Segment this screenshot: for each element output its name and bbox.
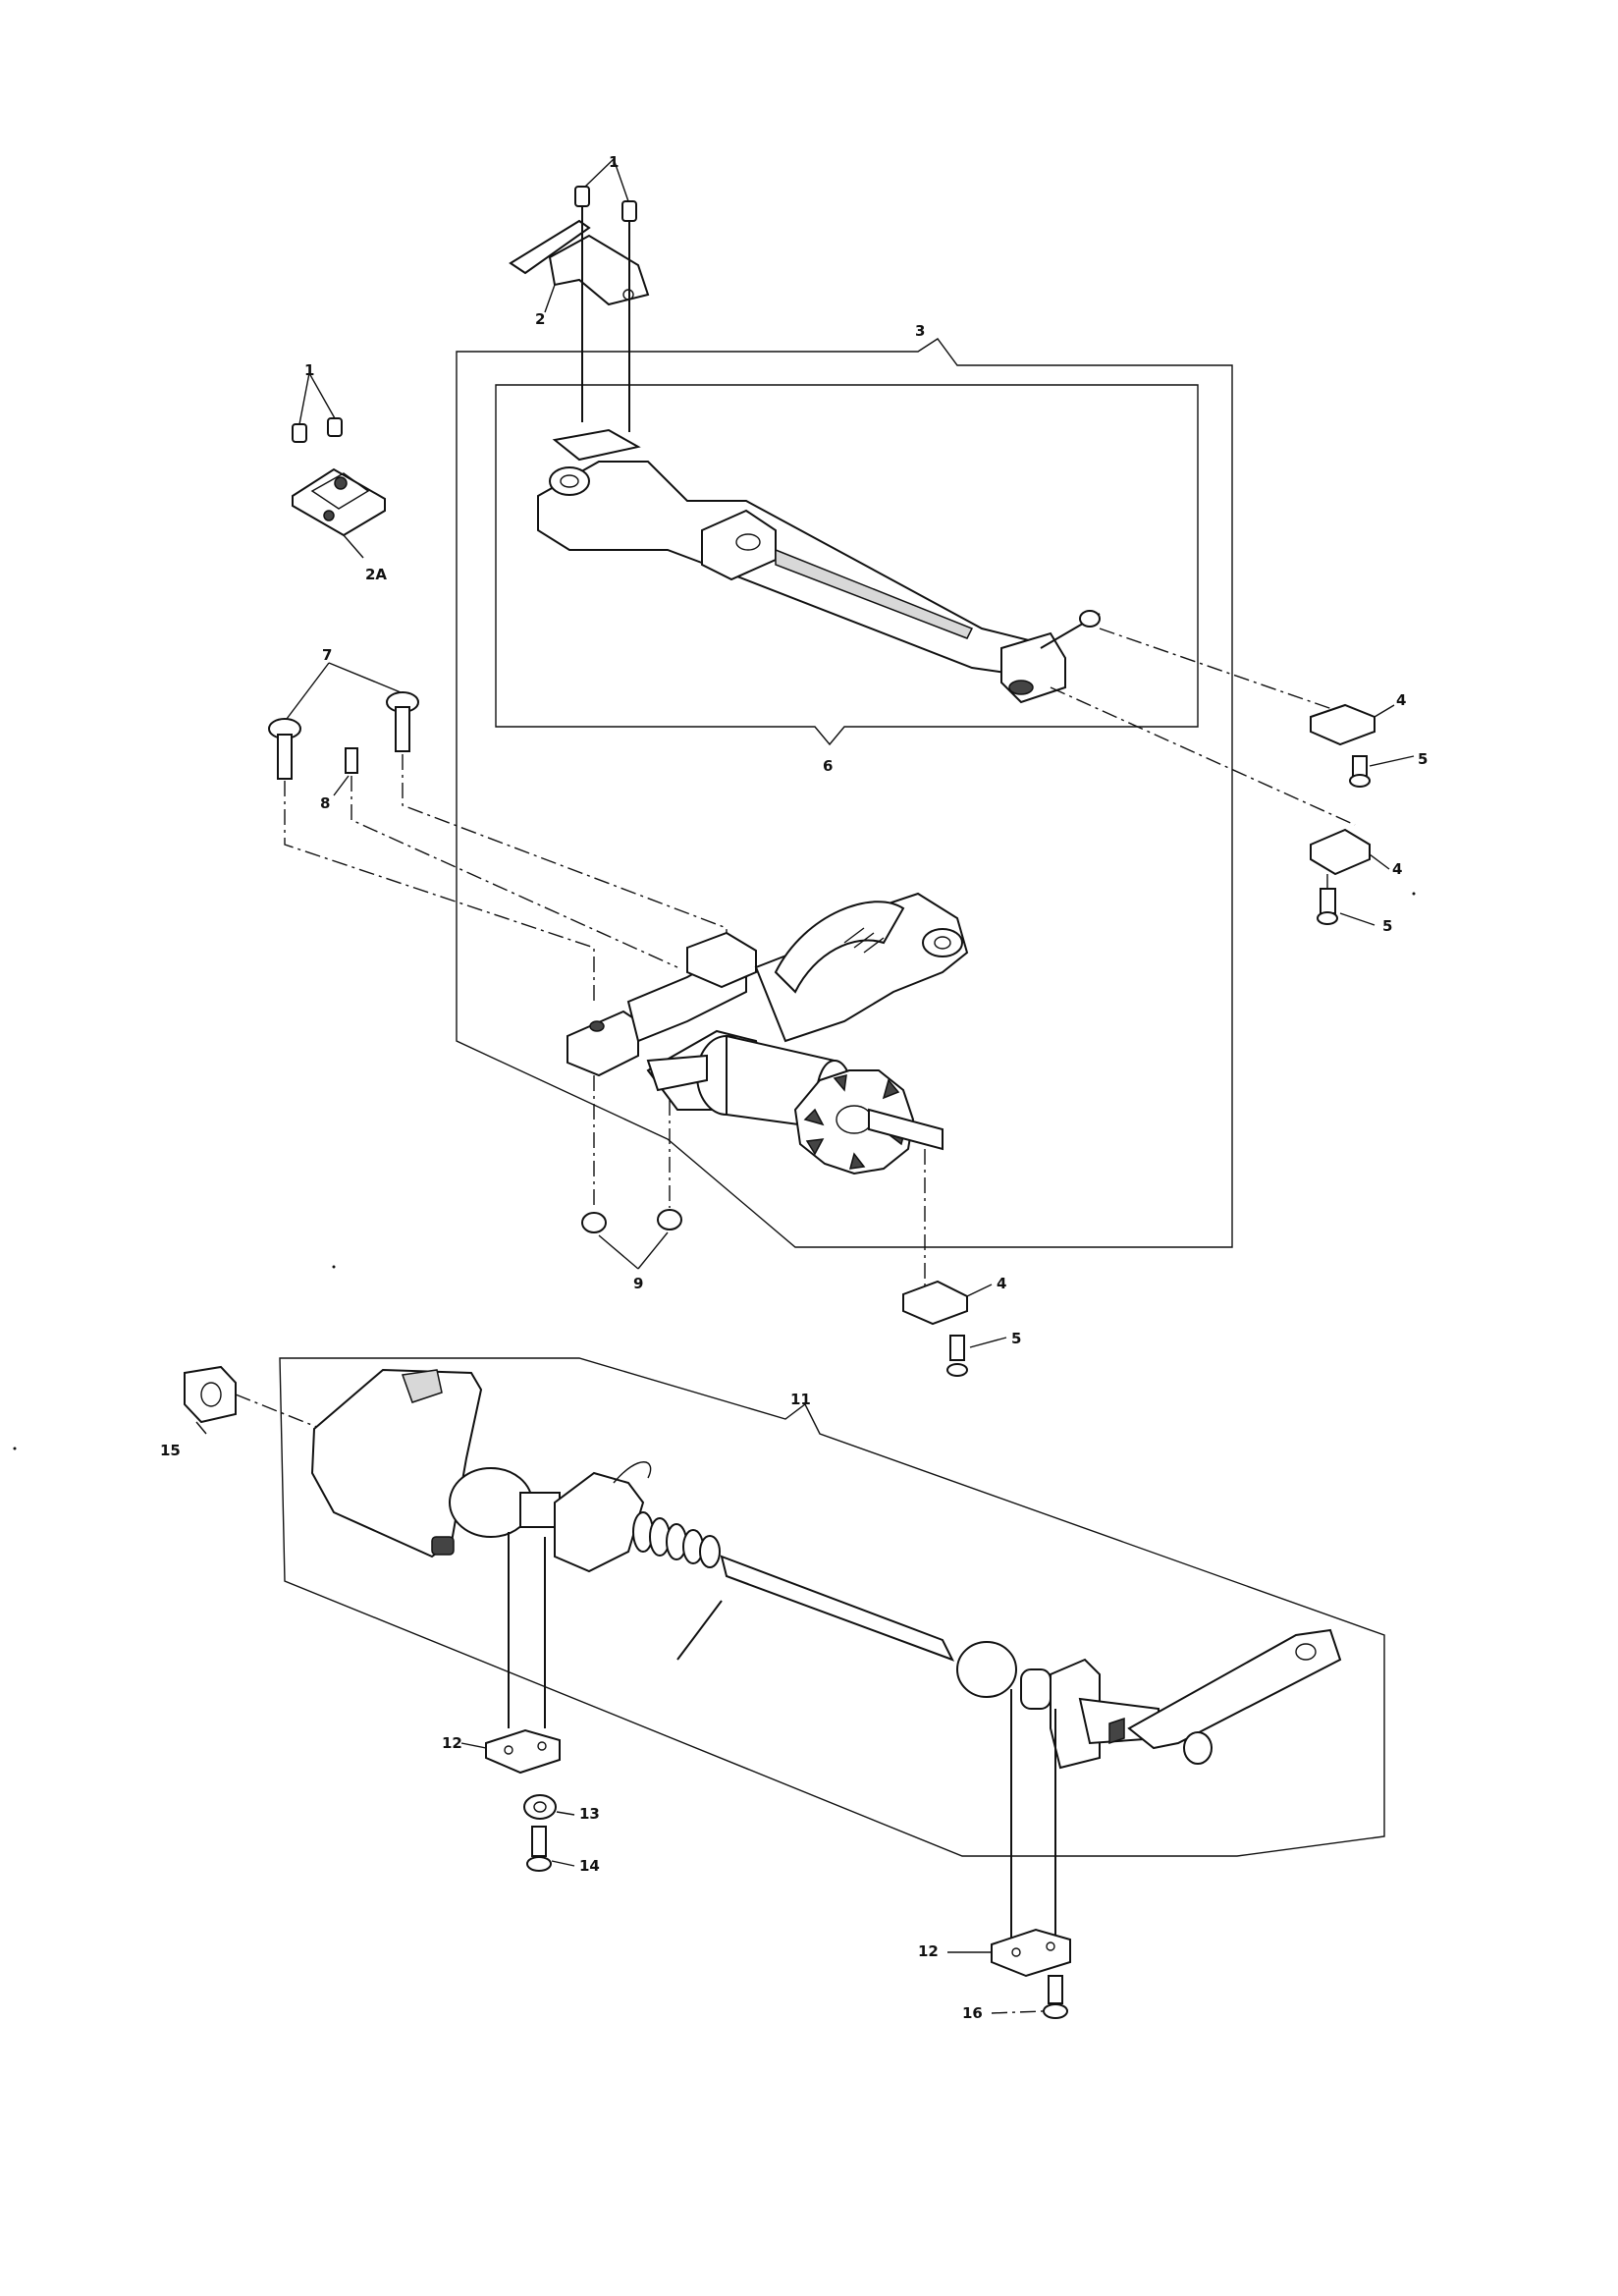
long-shaft: [720, 1555, 955, 1662]
callout-12-right: 12: [918, 1942, 939, 1960]
mech-shaft-end: [868, 1108, 944, 1151]
callout-16: 16: [962, 2004, 983, 2022]
clamp-4-upper: [1310, 703, 1375, 746]
callout-5-mid: 5: [1382, 917, 1392, 935]
clamp-12-left: [485, 1728, 561, 1775]
bracket-2a-group: 1 2A: [292, 361, 387, 583]
bolt-7-right-shank: [395, 706, 410, 752]
bolts-7-8: 7 8: [268, 646, 728, 1002]
screw-1-2a-right: [327, 417, 343, 437]
screw-5-upper: [1352, 755, 1368, 777]
clamp-12-16-right: 12 16: [918, 1689, 1071, 2022]
screw-5-lower: [949, 1335, 965, 1361]
clamp-4-mid: [1310, 828, 1371, 876]
callout-1-2a: 1: [304, 361, 314, 379]
crank-pin: [1183, 1731, 1213, 1765]
feed-dog-mechanism: [566, 892, 969, 1175]
clamp-4-lower: [902, 1280, 968, 1326]
callout-4-upper: 4: [1396, 691, 1406, 709]
callout-4-lower: 4: [997, 1275, 1006, 1292]
callout-12-left: 12: [442, 1734, 462, 1752]
subassembly-6-group: 6: [495, 384, 1199, 775]
crank-fork: [1050, 1658, 1101, 1770]
assembly-11-group: 11 15: [160, 1357, 1385, 1857]
callout-5-lower: 5: [1011, 1330, 1021, 1347]
bracket-2-group: 1 2: [509, 153, 650, 432]
screw-14: [531, 1826, 547, 1857]
callout-4-mid: 4: [1392, 860, 1402, 878]
screw-16: [1048, 1975, 1063, 2004]
clamp-4-5-lower: 4 5: [902, 1149, 1021, 1377]
bolt-7-left-shank: [277, 734, 293, 780]
nuts-9: 9: [581, 1075, 682, 1292]
screw-8: [345, 747, 358, 774]
callout-15: 15: [160, 1442, 181, 1459]
callout-13: 13: [579, 1805, 600, 1823]
callout-3: 3: [915, 322, 925, 340]
washer-13: [523, 1794, 557, 1820]
rocker-left-boss: [549, 466, 590, 496]
callout-11: 11: [790, 1391, 811, 1408]
shaft-housing: [310, 1368, 483, 1558]
clamp-12-13-14-left: 12 13 14: [442, 1532, 600, 1875]
crank-lever-plate: [1127, 1628, 1342, 1750]
screw-5-mid: [1320, 888, 1336, 914]
callout-8: 8: [320, 794, 330, 812]
screw-1-right: [621, 200, 637, 222]
mech-curved-guard: [774, 901, 905, 994]
screw-1-left: [574, 186, 590, 207]
callout-7: 7: [322, 646, 332, 664]
shaft-crank-block: [554, 1471, 645, 1573]
subassembly-6-frame: [495, 384, 1199, 746]
nut-9-right: [657, 1209, 682, 1230]
assembly-3-frame: [456, 338, 1233, 1248]
callout-14: 14: [579, 1857, 600, 1875]
clamp-4-5-upper: 4 5 4 5: [1050, 628, 1428, 935]
rocker-top-plate: [552, 428, 641, 462]
nut-9-left: [581, 1212, 607, 1233]
assembly-11-frame: [279, 1357, 1385, 1857]
callout-5-upper: 5: [1418, 750, 1428, 768]
callout-2a: 2A: [365, 566, 387, 583]
square-nut-15: [184, 1365, 237, 1424]
clamp-12-right: [991, 1928, 1071, 1978]
callout-2: 2: [535, 310, 545, 328]
screw-1-2a-left: [292, 423, 307, 443]
shaft-ball-right: [956, 1641, 1017, 1698]
shaft-collar-right: [1020, 1668, 1052, 1710]
mech-clamp-block: [686, 931, 757, 989]
bracket-2-arm: [509, 219, 591, 275]
callout-6: 6: [823, 757, 833, 775]
callout-9: 9: [633, 1275, 643, 1292]
assembly-3-outline: 3: [456, 322, 1233, 1248]
callout-1-top: 1: [609, 153, 619, 171]
mech-left-block: [566, 1010, 639, 1077]
shaft-spring: [632, 1511, 721, 1568]
